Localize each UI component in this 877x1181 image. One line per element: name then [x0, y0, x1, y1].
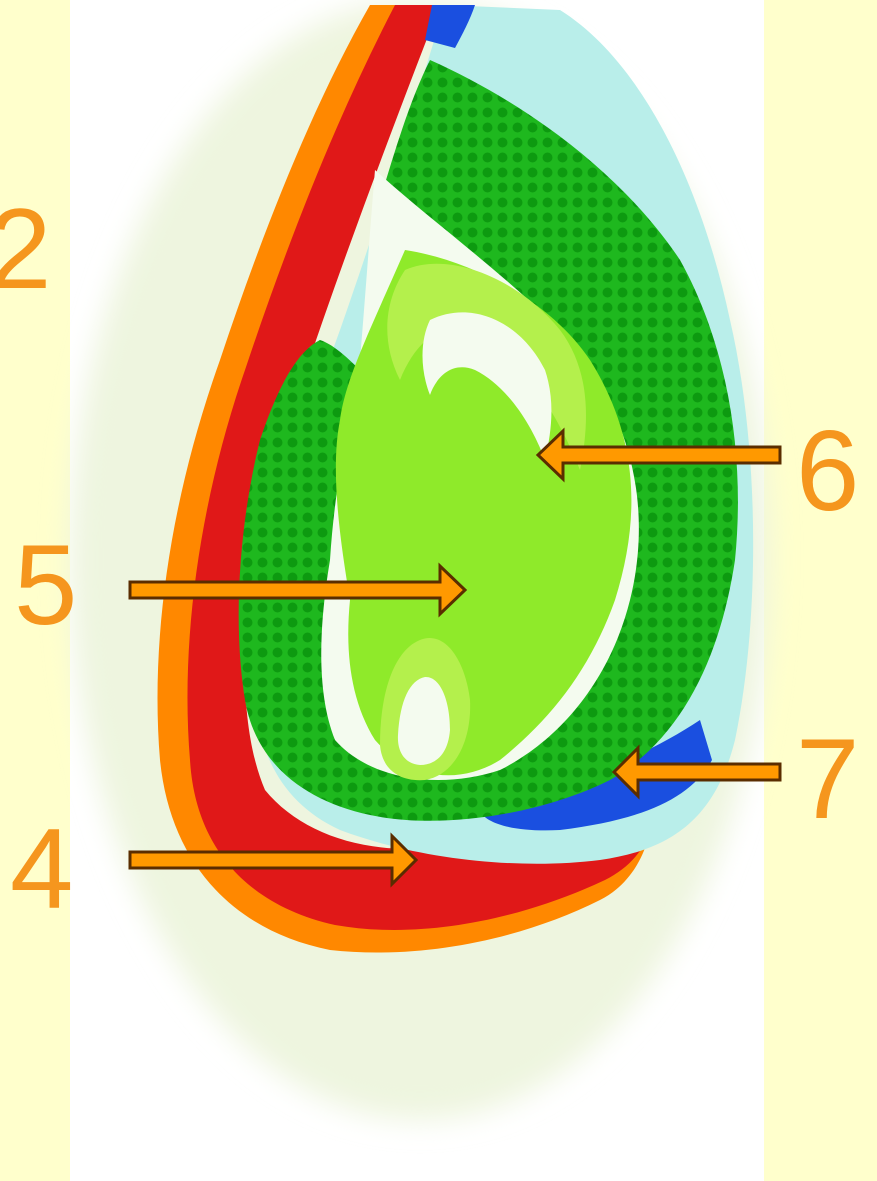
label-6: 6 [796, 408, 859, 535]
label-7: 7 [796, 716, 859, 843]
label-4: 4 [10, 806, 73, 933]
label-5: 5 [14, 522, 77, 649]
label-2: 2 [0, 186, 51, 313]
